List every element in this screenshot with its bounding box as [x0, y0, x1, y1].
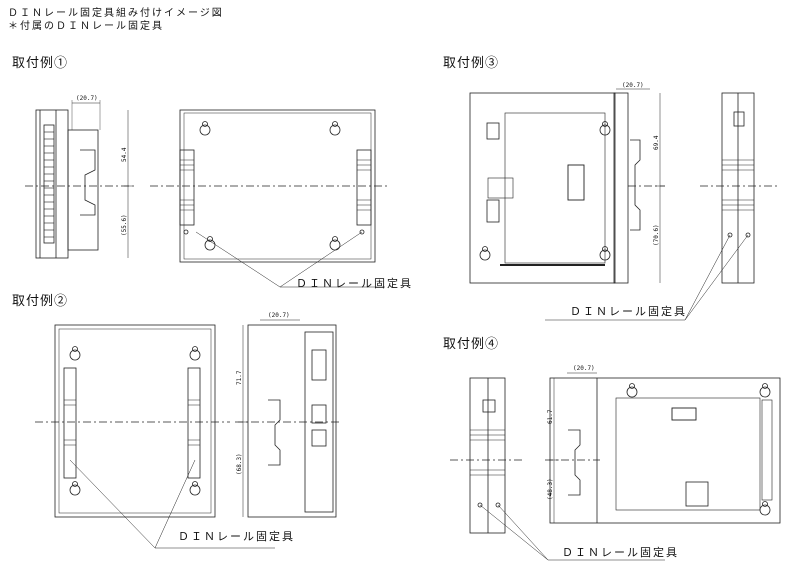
diagram-note: ＊付属のＤＩＮレール固定具 — [8, 21, 164, 32]
example-3-label: 取付例③ — [443, 56, 500, 71]
ex4-dim-top: 61.7 — [547, 409, 554, 424]
diagram-title: ＤＩＮレール固定具組み付けイメージ図 — [8, 8, 224, 19]
ex3-dim-width: (20.7) — [622, 82, 644, 89]
ex1-dim-width: (20.7) — [76, 95, 98, 102]
example-1-front-view — [150, 109, 390, 288]
example-2-side-view — [235, 319, 340, 518]
ex4-dim-bottom: (48.3) — [547, 478, 554, 500]
example-2-front-view — [35, 324, 275, 549]
example-3-side-view — [545, 92, 780, 321]
ex2-dim-top: 71.7 — [236, 370, 243, 385]
example-1-side-view — [25, 100, 135, 259]
example-4-label: 取付例④ — [443, 337, 500, 352]
example-4-front-view — [545, 372, 781, 524]
example-2-label: 取付例② — [12, 294, 69, 309]
ex3-dim-top: 69.4 — [653, 135, 660, 150]
ex1-dim-top: 54.4 — [121, 147, 128, 162]
ex4-dim-width: (20.7) — [573, 365, 595, 372]
ex3-dim-bottom: (70.6) — [653, 224, 660, 246]
callout-ex3: ＤＩＮレール固定具 — [570, 305, 687, 318]
example-4-side-view — [450, 377, 665, 561]
example-1-label: 取付例① — [12, 56, 69, 71]
ex2-dim-bottom: (68.3) — [236, 453, 243, 475]
example-3-front-view — [469, 88, 665, 284]
callout-ex4: ＤＩＮレール固定具 — [562, 546, 679, 559]
callout-ex2: ＤＩＮレール固定具 — [178, 530, 295, 543]
ex2-dim-width: (20.7) — [268, 312, 290, 319]
ex1-dim-bottom: (55.6) — [121, 214, 128, 236]
